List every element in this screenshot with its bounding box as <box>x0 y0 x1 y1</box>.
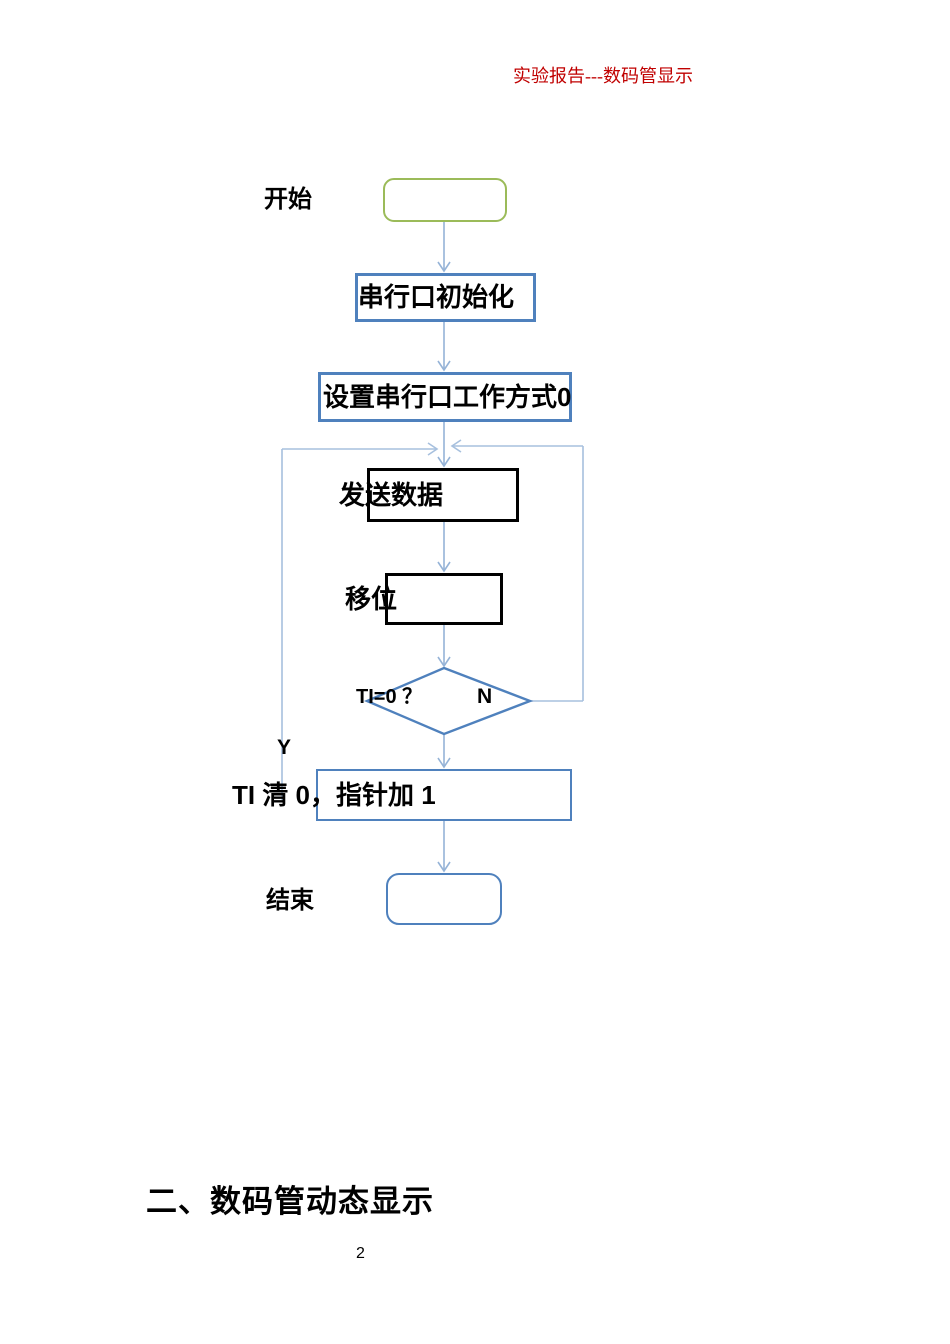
end-label: 结束 <box>266 887 314 914</box>
decision-label: TI=0 ？ <box>356 686 423 708</box>
shift-label: 移位 <box>345 584 398 614</box>
branch-yes-label: Y <box>277 736 292 759</box>
branch-no-label: N <box>477 685 493 708</box>
page-number: 2 <box>356 1245 365 1262</box>
clear-pointer-label: TI 清 0，指针加 1 <box>232 780 436 810</box>
section-heading: 二、数码管动态显示 <box>146 1184 434 1219</box>
page-header-text: 实验报告---数码管显示 <box>513 66 693 86</box>
start-terminator-shape <box>383 178 507 222</box>
init-label: 串行口初始化 <box>358 282 515 312</box>
process-box-init <box>355 273 536 322</box>
process-box-clear-pointer <box>316 769 572 821</box>
send-data-label: 发送数据 <box>339 480 444 510</box>
start-label: 开始 <box>264 186 312 213</box>
process-box-set-mode <box>318 372 572 422</box>
end-terminator-shape <box>386 873 502 925</box>
process-box-shift <box>385 573 503 625</box>
set-mode-label: 设置串行口工作方式0 <box>323 382 572 412</box>
process-box-send-data <box>367 468 519 522</box>
